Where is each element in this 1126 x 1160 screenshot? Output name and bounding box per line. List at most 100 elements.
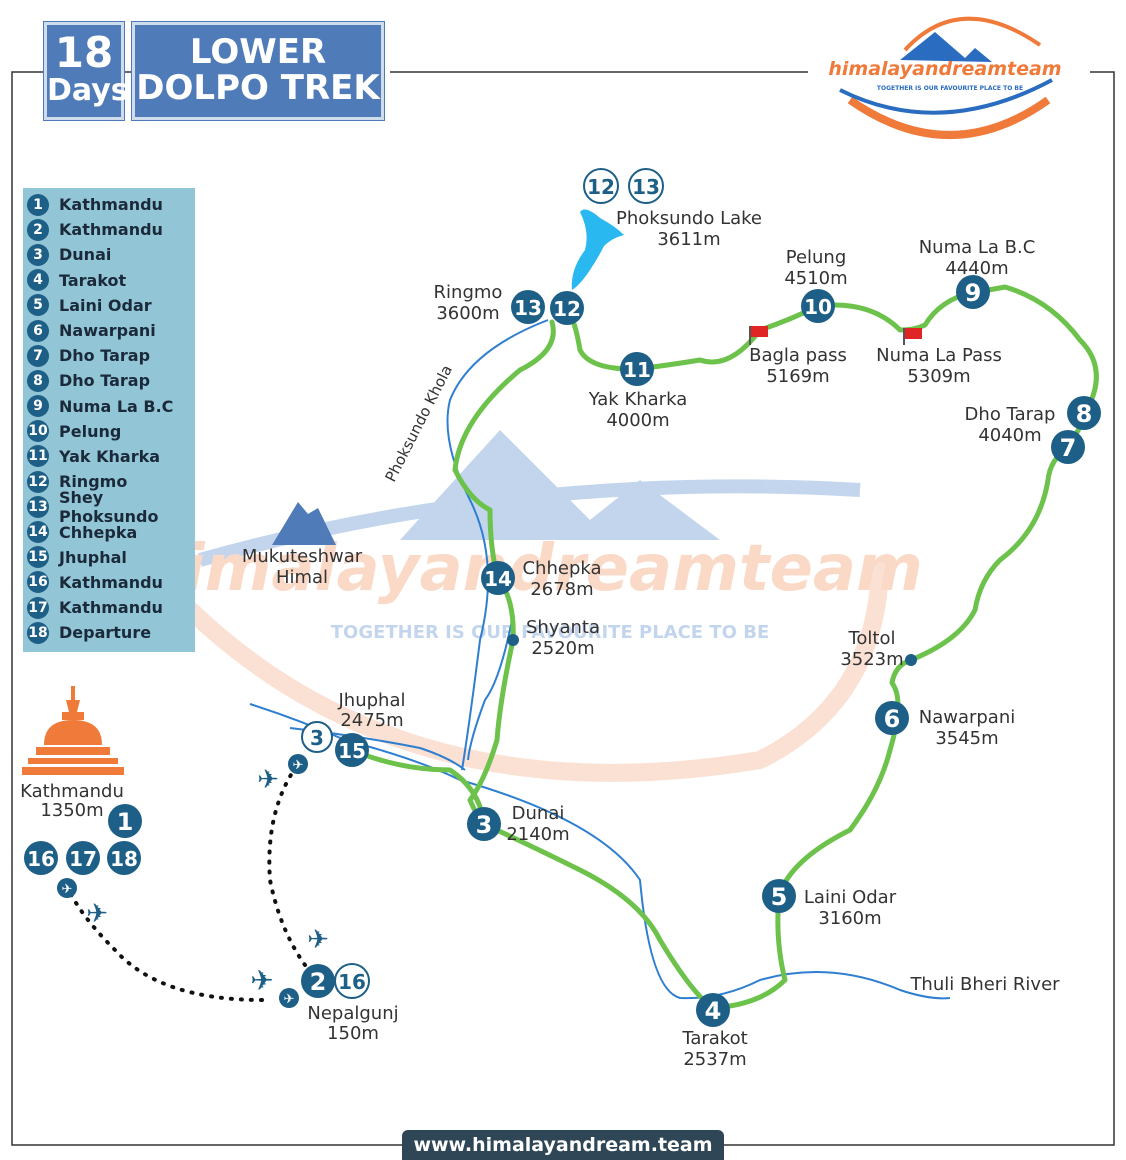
- trek-trail: [349, 284, 1099, 1011]
- legend-day-number: 13: [27, 495, 49, 518]
- legend-day-number: 5: [27, 294, 49, 317]
- svg-text:10: 10: [804, 295, 832, 319]
- label-chhepka: Chhepka: [522, 558, 601, 579]
- legend-place-name: Tarakot: [59, 270, 127, 290]
- label-kathmandu-alt: 1350m: [40, 800, 103, 821]
- mountain-icon: [272, 502, 336, 545]
- svg-text:5: 5: [771, 883, 788, 911]
- legend-day-number: 15: [27, 546, 49, 569]
- day-marker-13: 13: [511, 290, 545, 324]
- label-shyanta: Shyanta: [526, 617, 600, 638]
- svg-text:✈: ✈: [284, 992, 295, 1007]
- phoksundo-lake-shape: [571, 209, 624, 290]
- watermark: himalayandreamteam TOGETHER IS OUR FAVOU…: [137, 430, 923, 782]
- day-marker-17: 17: [66, 841, 100, 875]
- legend-day-number: 4: [27, 269, 49, 292]
- legend-item: 12 Ringmo: [27, 469, 195, 494]
- logo-tagline: TOGETHER IS OUR FAVOURITE PLACE TO BE: [877, 85, 1023, 92]
- svg-text:4: 4: [705, 997, 722, 1025]
- legend-item: 1 Kathmandu: [27, 192, 195, 217]
- day-marker-10: 10: [801, 289, 835, 323]
- legend-place-name: Laini Odar: [59, 295, 152, 315]
- label-tarakot: Tarakot: [681, 1028, 747, 1049]
- waypoint-dot: [507, 634, 519, 646]
- days-word: Days: [47, 73, 129, 109]
- label-numa-pass: Numa La Pass: [876, 345, 1002, 366]
- airplane-icon: ✈: [86, 899, 108, 929]
- legend-place-name: Dho Tarap: [59, 371, 151, 391]
- waypoint-dot: [905, 654, 917, 666]
- day-marker-12: 12: [550, 291, 584, 325]
- legend-item: 2 Kathmandu: [27, 217, 195, 242]
- legend-item: 10 Pelung: [27, 419, 195, 444]
- day-marker-18: 18: [107, 841, 141, 875]
- day-marker-16: 16: [24, 841, 58, 875]
- airplane-icon: ✈: [307, 925, 329, 955]
- legend-item: 13 Shey Phoksundo: [27, 488, 195, 526]
- svg-text:13: 13: [514, 296, 542, 320]
- label-bagla-pass-alt: 5169m: [766, 366, 829, 387]
- svg-text:11: 11: [623, 358, 651, 382]
- svg-text:6: 6: [884, 705, 901, 733]
- logo-brand: himalayandreamteam: [828, 58, 1061, 80]
- trek-title: LOWER DOLPO TREK: [132, 22, 384, 120]
- days-badge: 18 Days: [44, 22, 129, 120]
- svg-text:1: 1: [117, 808, 134, 836]
- legend-place-name: Dho Tarap: [59, 346, 151, 366]
- legend-place-name: Pelung: [59, 421, 122, 441]
- day-marker-9: 9: [956, 275, 990, 309]
- svg-text:18: 18: [110, 847, 138, 871]
- label-laini-odar: Laini Odar: [804, 887, 897, 908]
- legend-place-name: Kathmandu: [59, 195, 163, 215]
- legend-day-number: 16: [27, 571, 49, 594]
- svg-text:2: 2: [310, 968, 327, 996]
- label-jhuphal-alt: 2475m: [340, 710, 403, 731]
- label-jhuphal: Jhuphal: [338, 690, 406, 711]
- airplane-icon: ✈: [257, 765, 279, 795]
- label-mountain-line2: Himal: [276, 567, 328, 588]
- label-ringmo-alt: 3600m: [436, 303, 499, 324]
- legend-day-number: 12: [27, 470, 49, 493]
- brand-logo: himalayandreamteam TOGETHER IS OUR FAVOU…: [828, 16, 1062, 139]
- label-numa-bc: Numa La B.C: [919, 237, 1036, 258]
- svg-text:8: 8: [1076, 400, 1093, 428]
- website-url[interactable]: www.himalayandream.team: [402, 1130, 724, 1160]
- label-numa-bc-alt: 4440m: [945, 258, 1008, 279]
- label-toltol-alt: 3523m: [840, 649, 903, 670]
- legend-day-number: 2: [27, 218, 49, 241]
- legend-place-name: Chhepka: [59, 522, 138, 542]
- legend-day-number: 6: [27, 319, 49, 342]
- day-marker-11: 11: [620, 352, 654, 386]
- flag-icon: [749, 326, 768, 345]
- label-phoksundo-khola: Phoksundo Khola: [382, 362, 456, 485]
- legend-day-number: 3: [27, 243, 49, 266]
- river-tributary: [467, 619, 513, 761]
- day-marker-5: 5: [762, 879, 796, 913]
- legend-day-number: 18: [27, 621, 49, 644]
- legend-place-name: Shey Phoksundo: [59, 487, 159, 526]
- label-numa-pass-alt: 5309m: [907, 366, 970, 387]
- stupa-icon: [22, 686, 124, 775]
- svg-text:17: 17: [69, 847, 97, 871]
- label-nepalgunj-alt: 150m: [327, 1023, 379, 1044]
- label-phoksundo-lake: Phoksundo Lake: [616, 208, 762, 229]
- legend-place-name: Ringmo: [59, 472, 128, 492]
- legend-place-name: Numa La B.C: [59, 396, 174, 416]
- legend-day-number: 10: [27, 420, 49, 443]
- legend-day-number: 1: [27, 193, 49, 216]
- svg-text:15: 15: [338, 739, 366, 763]
- legend-day-number: 8: [27, 369, 49, 392]
- flight-path-jhuphal: [267, 762, 307, 967]
- legend-place-name: Kathmandu: [59, 220, 163, 240]
- legend-place-name: Kathmandu: [59, 572, 163, 592]
- legend-place-name: Kathmandu: [59, 598, 163, 618]
- svg-text:13: 13: [632, 175, 660, 199]
- label-yak-kharka: Yak Kharka: [588, 389, 687, 410]
- label-laini-odar-alt: 3160m: [818, 908, 881, 929]
